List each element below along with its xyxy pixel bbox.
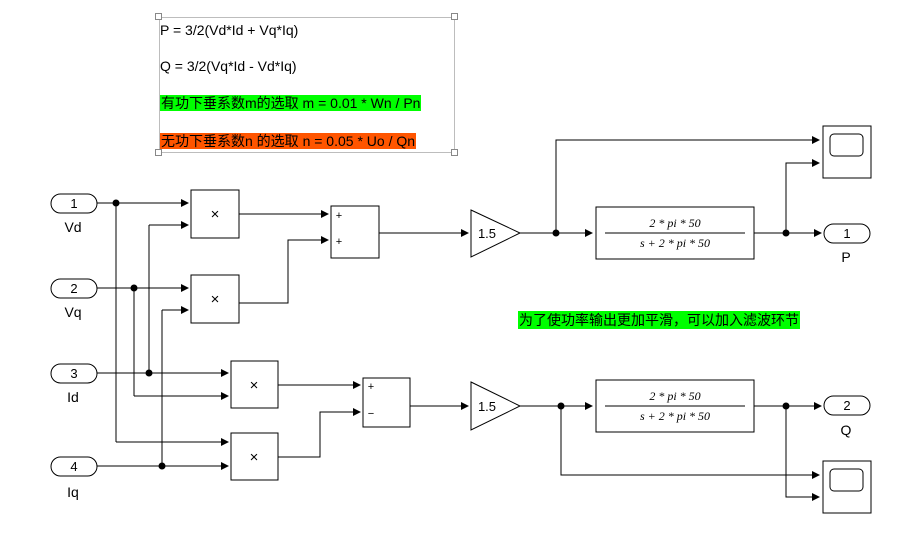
outport-p[interactable]: 1 P: [823, 223, 871, 265]
transfer-fcn-p[interactable]: 2 * pi * 50 s + 2 * pi * 50: [595, 206, 755, 260]
resize-handle-bl[interactable]: [155, 149, 162, 156]
scope-q[interactable]: [822, 460, 872, 514]
sum-sign: +: [368, 381, 374, 393]
product-block-vq-iq[interactable]: ×: [190, 274, 240, 324]
n-rule-text: 无功下垂系数n 的选取 n = 0.05 * Uo / Qn: [160, 133, 417, 149]
inport-num: 4: [70, 459, 77, 474]
sum-block-p[interactable]: + +: [330, 205, 380, 259]
sum-sign: +: [336, 210, 342, 222]
m-rule-text: 有功下垂系数m的选取 m = 0.01 * Wn / Pn: [160, 95, 422, 111]
inport-label: Iq: [67, 484, 79, 500]
product-symbol: ×: [211, 206, 220, 223]
sum-block-q[interactable]: + −: [362, 377, 411, 428]
inport-num: 3: [70, 366, 77, 381]
product-block-vd-iq[interactable]: ×: [230, 432, 279, 481]
scope-p[interactable]: [822, 125, 872, 179]
inport-label: Id: [67, 389, 79, 405]
product-symbol: ×: [250, 377, 259, 394]
inport-id[interactable]: 3 Id: [50, 363, 98, 405]
scope-screen-icon: [829, 133, 864, 157]
tf-denominator: s + 2 * pi * 50: [640, 409, 710, 423]
outport-label: P: [841, 249, 850, 265]
inport-num: 2: [70, 281, 77, 296]
resize-handle-br[interactable]: [451, 149, 458, 156]
resize-handle-tr[interactable]: [451, 13, 458, 20]
n-rule-line: 无功下垂系数n 的选取 n = 0.05 * Uo / Qn: [160, 132, 417, 150]
p-equation: P = 3/2(Vd*Id + Vq*Iq): [160, 22, 299, 38]
branch-points: [112, 199, 790, 470]
inport-iq[interactable]: 4 Iq: [50, 456, 98, 500]
inport-label: Vq: [64, 304, 81, 320]
gain-value: 1.5: [478, 399, 496, 414]
annotation-box[interactable]: [159, 17, 455, 153]
inport-vd[interactable]: 1 Vd: [50, 193, 98, 235]
tf-numerator: 2 * pi * 50: [649, 216, 700, 230]
resize-handle-tl[interactable]: [155, 13, 162, 20]
tf-denominator: s + 2 * pi * 50: [640, 236, 710, 250]
transfer-fcn-q[interactable]: 2 * pi * 50 s + 2 * pi * 50: [595, 379, 755, 433]
tf-numerator: 2 * pi * 50: [649, 389, 700, 403]
gain-value: 1.5: [478, 226, 496, 241]
product-symbol: ×: [250, 449, 259, 466]
gain-block-p[interactable]: 1.5: [470, 209, 522, 258]
inport-num: 1: [70, 196, 77, 211]
product-symbol: ×: [211, 291, 220, 308]
signal-lines: [97, 136, 822, 501]
inport-vq[interactable]: 2 Vq: [50, 278, 98, 320]
filter-note: 为了使功率输出更加平滑，可以加入滤波环节: [518, 311, 800, 329]
gain-block-q[interactable]: 1.5: [470, 381, 522, 431]
sum-sign: +: [336, 236, 342, 248]
outport-num: 2: [843, 398, 850, 413]
q-equation: Q = 3/2(Vq*Id - Vd*Iq): [160, 58, 297, 74]
outport-num: 1: [843, 226, 850, 241]
scope-screen-icon: [829, 468, 864, 492]
inport-label: Vd: [64, 219, 81, 235]
sum-sign: −: [368, 408, 374, 420]
outport-q[interactable]: 2 Q: [823, 395, 871, 438]
product-block-vd-id[interactable]: ×: [190, 189, 240, 239]
m-rule-line: 有功下垂系数m的选取 m = 0.01 * Wn / Pn: [160, 94, 422, 112]
outport-label: Q: [841, 422, 852, 438]
product-block-vq-id[interactable]: ×: [230, 360, 279, 409]
